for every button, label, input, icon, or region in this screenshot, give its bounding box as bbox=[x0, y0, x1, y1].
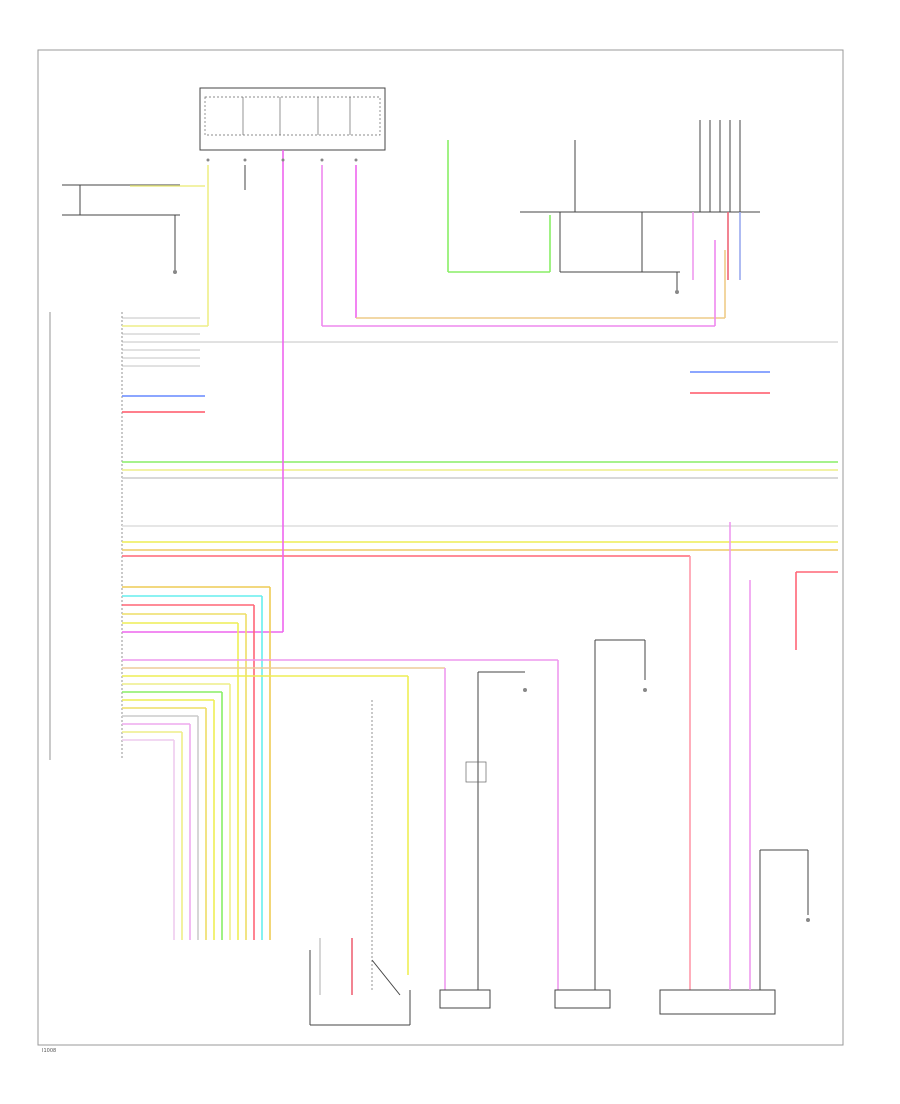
top-connector-block bbox=[199, 87, 386, 151]
control-module-outline bbox=[49, 312, 123, 760]
bottom-switch-block bbox=[309, 700, 411, 1026]
door-switch-connectors bbox=[439, 639, 646, 1009]
module-pin-rows bbox=[122, 317, 838, 367]
top-vertical-wires bbox=[122, 150, 726, 633]
blue-red-pair bbox=[122, 371, 770, 413]
connector-stubs bbox=[173, 158, 810, 922]
diagram-frame bbox=[37, 49, 844, 1046]
top-right-black-wires bbox=[520, 120, 760, 290]
lower-color-wires bbox=[122, 586, 559, 990]
bottom-right-connector bbox=[659, 522, 809, 1015]
horizontal-bus-wires bbox=[122, 461, 838, 990]
page-code: I1008 bbox=[42, 1048, 56, 1054]
top-left-circuit bbox=[62, 184, 205, 270]
green-loop-wire bbox=[447, 140, 551, 273]
